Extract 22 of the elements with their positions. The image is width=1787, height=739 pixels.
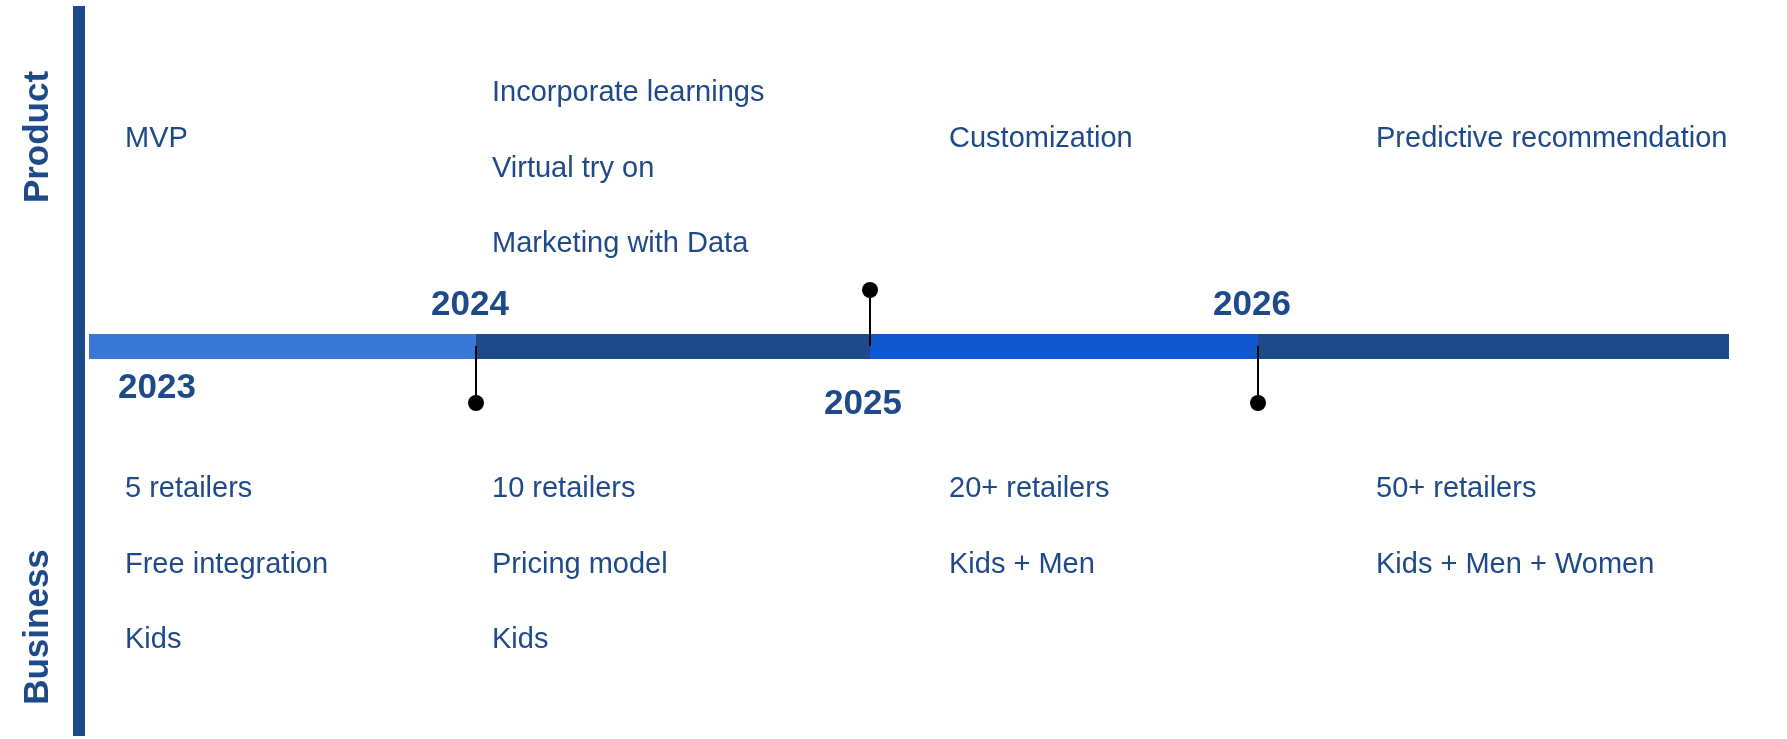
milestone-text: Kids + Men xyxy=(949,546,1095,580)
axis-label: Business xyxy=(16,549,56,705)
milestone-text: Customization xyxy=(949,120,1133,154)
year-label: 2024 xyxy=(431,283,509,323)
milestone-text: 20+ retailers xyxy=(949,470,1110,504)
milestone-text: Marketing with Data xyxy=(492,225,749,259)
milestone-text: Kids xyxy=(492,621,549,655)
milestone-text: 5 retailers xyxy=(125,470,253,504)
milestone-text: Virtual try on xyxy=(492,150,655,184)
milestone-text: Kids xyxy=(125,621,182,655)
year-label: 2023 xyxy=(118,366,196,406)
axis-label: Product xyxy=(16,70,56,204)
year-label: 2026 xyxy=(1213,283,1291,323)
milestone-text: Kids + Men + Women xyxy=(1376,546,1655,580)
milestone-text: 10 retailers xyxy=(492,470,636,504)
milestone-text: Incorporate learnings xyxy=(492,74,765,108)
year-label: 2025 xyxy=(824,382,902,422)
milestone-text: MVP xyxy=(125,120,188,154)
milestone-text: 50+ retailers xyxy=(1376,470,1537,504)
milestone-text: Free integration xyxy=(125,546,329,580)
milestone-text: Predictive recommendation xyxy=(1376,120,1728,154)
milestone-text: Pricing model xyxy=(492,546,668,580)
